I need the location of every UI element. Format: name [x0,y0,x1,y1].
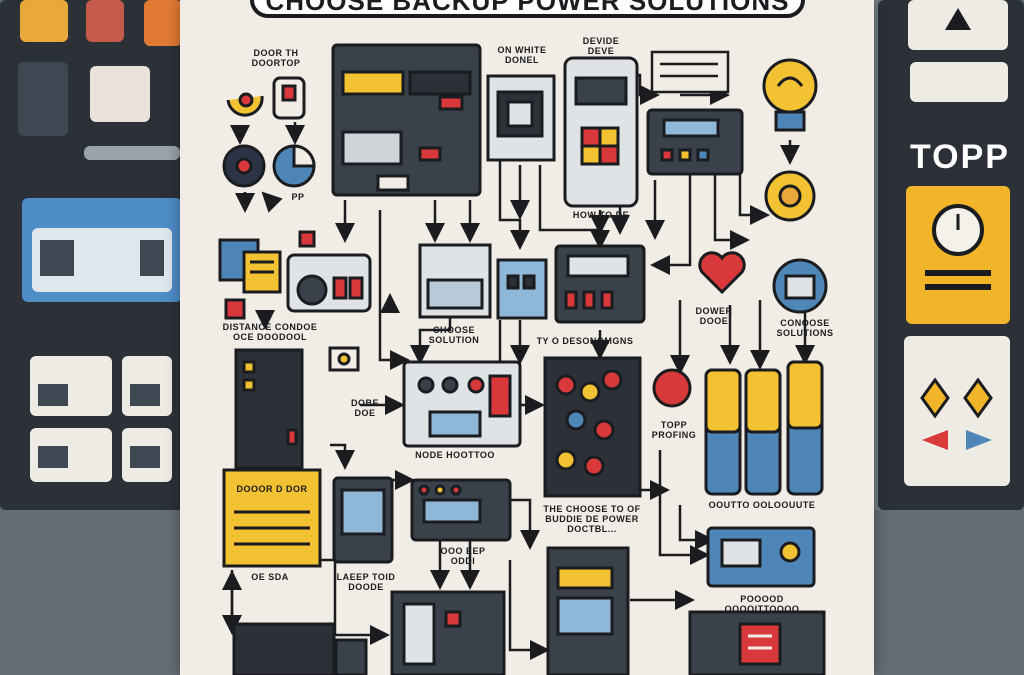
document-icon [218,238,282,294]
label-dobe: DOBE DOE [350,398,379,418]
label-oe-sda: OE SDA [251,572,289,582]
server-tower-icon [234,348,304,470]
bg-card [84,146,180,160]
poster-title: CHOOSE BACKUP POWER SOLUTIONS [250,0,805,18]
label-laeep-loid: LAEEP TOID DOODE [336,572,396,592]
bg-card [20,0,68,42]
control-panel-icon [402,360,522,448]
label-top-left: DOOR TH DOORTOP [251,48,301,68]
panel-display-icon [410,478,512,542]
button-cabinet-icon [543,356,642,498]
generator-icon [286,230,372,313]
label-ooo-ed: OOO EEP ODDI [440,546,486,566]
label-cover-box: DOOOR D DOR [236,484,308,494]
monitor-icon [554,244,646,324]
label-how-to: HOW TO DE [572,210,630,220]
battery-pack-icon [496,258,548,320]
sun-gear-icon [764,170,816,222]
switchboard-icon [706,526,816,588]
label-ty: TY O DESONOMGNS [536,336,634,346]
small-tag-icon [328,346,360,372]
label-power-doow: DOWER DOOE [695,306,733,326]
label-topp-profing: TOPP PROFING [651,420,697,440]
control-cabinet-icon [331,43,482,197]
red-button-icon [224,298,246,320]
checklist-icon [650,50,730,94]
inverter-icon [646,108,744,176]
bg-card-arrows [904,336,1010,486]
bg-card [910,62,1008,102]
tablet-icon [332,476,394,564]
rack-unit-icon [688,610,826,675]
bg-card [18,62,68,136]
label-node: NODE HOOTTOO [415,450,495,460]
label-device: DEVIDE DEVE [582,36,620,56]
label-poood: POOOOD OOOOITTOOOO [724,594,800,614]
label-central: CHOOSE SOLUTION [428,325,480,345]
label-conoose: CONOOSE SOLUTIONS [776,318,834,338]
label-on-white: ON WHITE DONEL [497,45,547,65]
robot-icon [772,258,828,314]
bg-card [90,66,150,122]
knob-icon [222,76,316,188]
bg-card [86,0,124,42]
label-the-choose: THE CHOOSE TO OF BUDDIE DE POWER DOCTBL.… [543,504,641,534]
ups-unit-icon [390,590,506,675]
label-ooutto: OOUTTO OOLOOUUTE [708,500,816,510]
bg-card [144,0,182,46]
label-pp: PP [291,192,305,202]
bg-sign-text: TOPP [910,138,1010,176]
lightbulb-icon [762,58,818,132]
cover-box-icon [222,468,322,568]
label-distance: DISTANCE CONDOE OCE DOODOOL [222,322,318,342]
alarm-icon [652,368,692,408]
heart-icon [698,251,746,295]
meter-display-icon [418,243,492,319]
phone-device-icon [563,56,639,208]
bottom-generator-icon [232,622,368,675]
speaker-unit-icon [486,74,556,162]
battery-cell-icon [704,360,824,496]
atm-unit-icon [546,546,630,675]
